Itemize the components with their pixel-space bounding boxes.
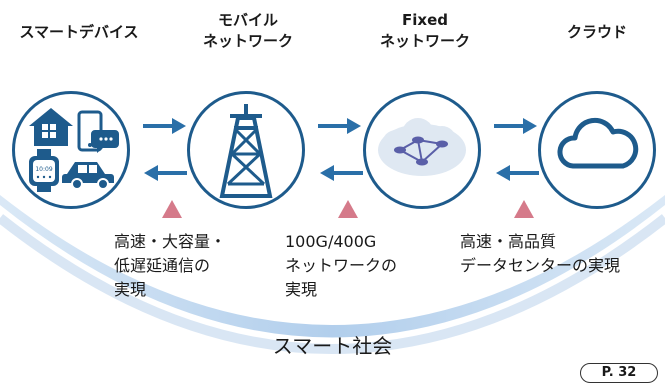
caption-mobile: 高速・大容量・ 低遅延通信の 実現 [114,232,227,299]
triangle-markers [162,200,534,218]
caption-datacenter: 高速・高品質 データセンターの実現 [460,232,621,275]
triangle-marker [162,200,182,218]
title-fixed-network: Fixed ネットワーク [379,11,470,50]
title-mobile-network: モバイル ネットワーク [202,11,293,50]
chat-bubble-icon [91,130,119,153]
arrow-right-icon [143,118,537,134]
house-icon [29,108,73,146]
society-arc [0,195,665,338]
node-fixed-network [363,91,481,209]
watch-time: 10:09 [35,166,52,173]
triangle-marker [514,200,534,218]
triangle-marker [338,200,358,218]
car-icon [62,162,114,190]
caption-fixed: 100G/400G ネットワークの 実現 [285,232,398,299]
node-smart-devices: 10:09 [12,91,130,209]
smartwatch-icon: 10:09 [29,149,59,192]
title-cloud: クラウド [566,23,627,41]
network-cloud-icon [378,118,466,176]
node-mobile-network [187,91,305,209]
smart-society-title: スマート社会 [272,334,393,358]
cell-tower-icon [219,104,273,198]
node-cloud [538,91,656,209]
cloud-icon [557,117,639,169]
arrow-left-icon [144,165,539,181]
title-smart-devices: スマートデバイス [19,23,139,41]
page-number-badge: P. 32 [580,363,658,383]
